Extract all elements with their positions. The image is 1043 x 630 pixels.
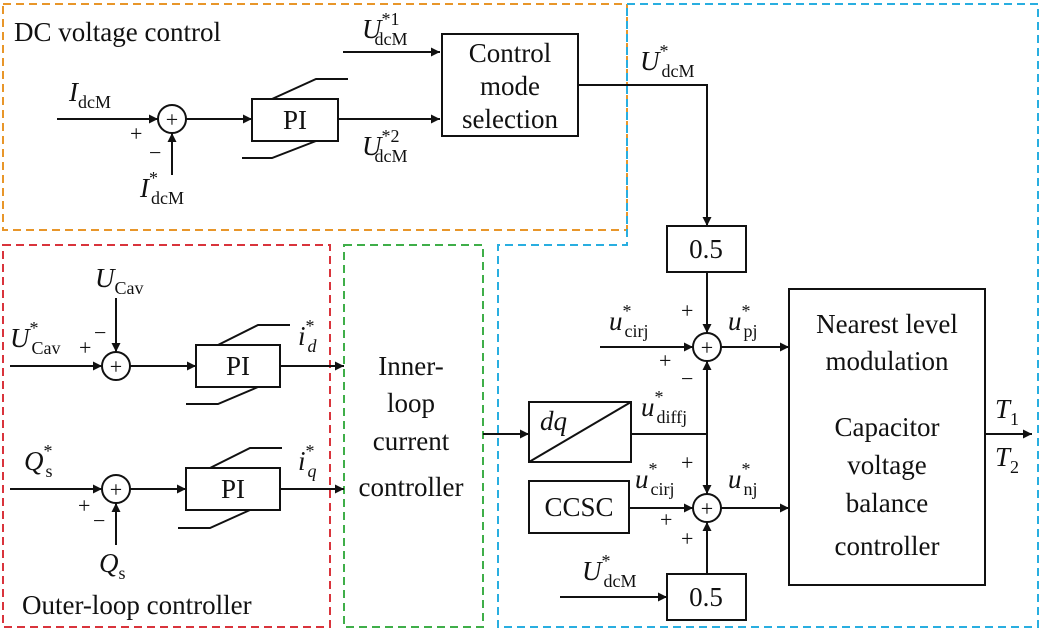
sign-plus-lower-top: + xyxy=(681,450,693,475)
modulation-region xyxy=(497,3,1039,628)
label-t1: T1 xyxy=(995,394,1019,429)
label-t2: T2 xyxy=(995,442,1019,477)
dc-voltage-title: DC voltage control xyxy=(14,17,221,47)
dq-label: dq xyxy=(540,406,567,436)
outer-loop-title: Outer-loop controller xyxy=(22,590,252,620)
label-id-ref: i*d xyxy=(298,316,318,356)
sum-plus-glyph: + xyxy=(166,107,178,132)
inner-loop-line-4: controller xyxy=(359,472,464,502)
gain-label-bottom: 0.5 xyxy=(689,582,723,612)
ccsc-block xyxy=(528,480,630,534)
pi-limiter-bottom-q xyxy=(178,509,251,529)
sign-plus-dc: + xyxy=(130,121,142,146)
label-ucir-lower: u*cirj xyxy=(635,459,675,499)
label-udcm-ref: U*dcM xyxy=(640,41,695,81)
cvb-line-4: controller xyxy=(835,531,940,561)
nlm-line-1: Nearest level xyxy=(816,309,958,339)
label-ucav-ref: U*Cav xyxy=(10,318,61,358)
label-idcm: IdcM xyxy=(68,77,111,112)
sign-minus-ucav: − xyxy=(94,320,106,345)
sum-plus-glyph-upper: + xyxy=(701,335,713,360)
pi-label-d: PI xyxy=(226,351,250,381)
label-up: u*pj xyxy=(728,301,758,341)
sign-minus-qs: − xyxy=(93,508,105,533)
sum-plus-glyph-qs: + xyxy=(110,477,122,502)
pi-block-q xyxy=(185,467,281,511)
pi-label-dc: PI xyxy=(283,105,307,135)
gain-block-top xyxy=(666,225,747,273)
pi-label-q: PI xyxy=(221,474,245,504)
label-qs-ref: Q*s xyxy=(24,441,53,481)
label-ucav: UCav xyxy=(95,263,144,298)
gain-label-top: 0.5 xyxy=(689,234,723,264)
label-udcm-bottom: U*dcM xyxy=(582,551,637,591)
inner-loop-line-1: Inner- xyxy=(378,351,443,381)
ccsc-label: CCSC xyxy=(544,492,613,522)
sign-plus-upper-top: + xyxy=(681,298,693,323)
inner-loop-line-3: current xyxy=(373,426,450,456)
control-mode-line-2: mode xyxy=(480,71,540,101)
cvb-line-1: Capacitor xyxy=(835,412,940,442)
control-mode-line-1: Control xyxy=(469,38,552,68)
sign-plus-lower-bottom: + xyxy=(681,526,693,551)
cvb-line-2: voltage xyxy=(847,450,926,480)
sum-plus-glyph-lower: + xyxy=(701,496,713,521)
pi-block-d xyxy=(195,344,281,388)
sign-plus-lower-left: + xyxy=(660,507,672,532)
pi-limiter-top-q xyxy=(209,447,282,469)
sign-plus-qs: + xyxy=(78,493,90,518)
control-mode-selection-block xyxy=(441,33,579,137)
sign-minus-dc: − xyxy=(149,140,161,165)
control-mode-line-3: selection xyxy=(462,104,558,134)
label-iq-ref: i*q xyxy=(298,441,317,481)
cvb-line-3: balance xyxy=(846,488,928,518)
sum-plus-glyph-ucav: + xyxy=(110,354,122,379)
label-qs: Qs xyxy=(99,548,126,583)
label-udiff: u*diffj xyxy=(641,387,687,427)
udcm-ref-wire xyxy=(578,84,712,226)
outer-loop-region xyxy=(2,244,331,628)
nlm-balance-block xyxy=(788,288,986,586)
sign-minus-upper: − xyxy=(681,366,693,391)
pi-limiter-bottom-d xyxy=(186,386,259,405)
dq-abc-divider xyxy=(528,401,632,463)
label-un: u*nj xyxy=(728,459,758,499)
pi-limiter-top-dc xyxy=(271,78,348,100)
pi-limiter-top-d xyxy=(217,324,290,346)
label-idcm-ref: I*dcM xyxy=(139,168,184,208)
pi-limiter-bottom-dc xyxy=(242,140,317,159)
label-ucir-upper: u*cirj xyxy=(609,301,649,341)
sign-plus-upper-left: + xyxy=(659,348,671,373)
inner-loop-region xyxy=(343,244,484,628)
inner-loop-line-2: loop xyxy=(387,388,435,418)
nlm-line-2: modulation xyxy=(826,346,949,376)
sign-plus-ucav: + xyxy=(79,335,91,360)
